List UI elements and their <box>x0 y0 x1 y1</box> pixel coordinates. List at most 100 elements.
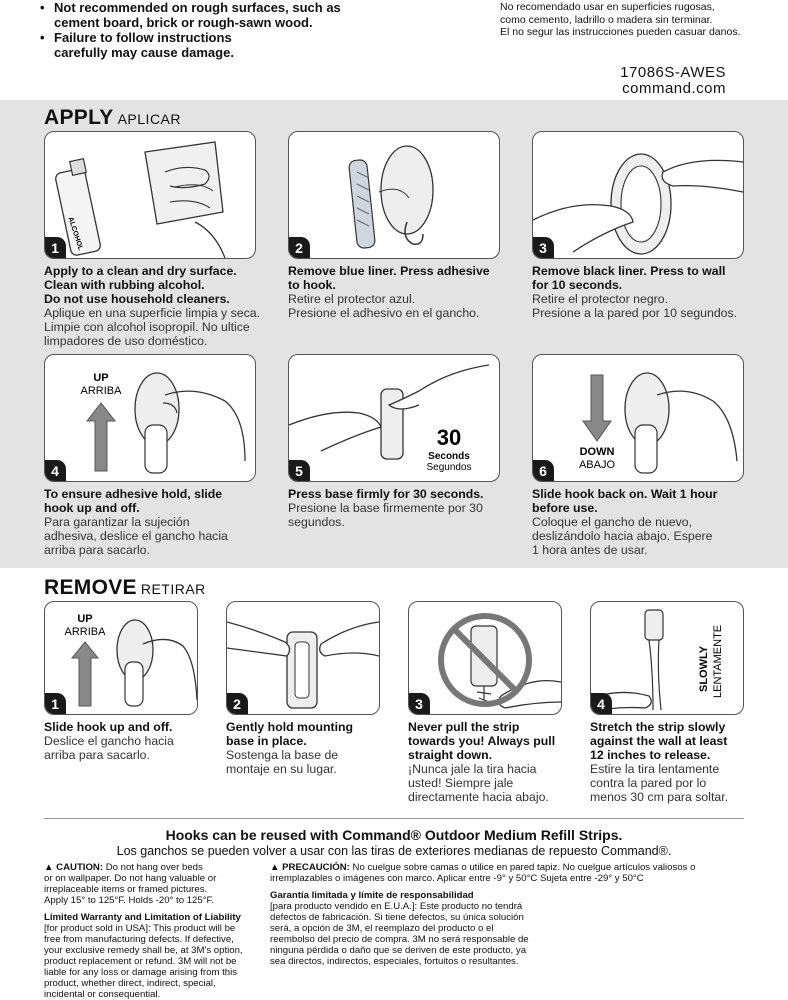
step-number: 2 <box>227 693 248 714</box>
lentamente-label: LENTAMENTE <box>712 625 724 698</box>
prohibited-icon <box>438 613 532 707</box>
caution-text: Do not hang over beds <box>105 862 203 873</box>
arrow-up-icon <box>85 402 117 472</box>
up-label: UP <box>77 613 92 625</box>
clean-surface-illustration: ALCOHOL <box>55 141 226 258</box>
remove-liner-illustration <box>348 145 434 249</box>
caption-es: Estire la tira lentamente <box>590 762 720 776</box>
product-code: 17086S-AWES <box>620 64 726 81</box>
caption-es: Deslice el gancho hacia <box>44 734 174 748</box>
apply-step-5-image: 30 Seconds Segundos 5 <box>288 354 500 482</box>
caption-es: Retire el protector azul. <box>288 292 416 306</box>
garantia-text: sea directos, indirectos, especiales, fo… <box>270 956 519 967</box>
reuse-subtitle-es: Los ganchos se pueden volver a usar con … <box>116 844 672 858</box>
remove-slide-up-illustration: UP ARRIBA <box>65 613 197 707</box>
caption-es: segundos. <box>288 515 345 529</box>
divider <box>44 818 744 819</box>
caption-es: ¡Nunca jale la tira hacia <box>408 762 537 776</box>
top-warnings-es: No recomendado usar en superficies rugos… <box>500 1 740 39</box>
apply-step-4-caption: To ensure adhesive hold, slide hook up a… <box>44 487 269 557</box>
caption-es: contra la pared por lo <box>590 776 707 790</box>
apply-title: APPLY <box>44 106 114 129</box>
top-warnings: Not recommended on rough surfaces, such … <box>40 0 354 60</box>
caption-es: Presione a la pared por 10 segundos. <box>532 306 738 320</box>
step-number: 1 <box>45 693 66 714</box>
caption-en: straight down. <box>408 748 493 762</box>
up-label: UP <box>93 372 108 384</box>
caption-en: Do not use household cleaners. <box>44 292 230 306</box>
garantia-text: defectos de fabricación. Si tiene defect… <box>270 912 524 923</box>
abajo-label: ABAJO <box>579 459 616 471</box>
warning-es-line: como cemento, ladrillo o madera sin term… <box>500 13 713 26</box>
step-number: 4 <box>591 693 612 714</box>
caption-es: arriba para sacarlo. <box>44 748 150 762</box>
caption-en: base in place. <box>226 734 307 748</box>
remove-step-1-caption: Slide hook up and off. Deslice el gancho… <box>44 720 214 762</box>
caption-es: montaje en su lugar. <box>226 762 337 776</box>
caption-en: before use. <box>532 501 598 515</box>
caption-en: 12 inches to release. <box>590 748 711 762</box>
caption-es: Presione la base firmemente por 30 <box>288 501 483 515</box>
remove-title: REMOVE <box>44 576 137 599</box>
caption-es: adhesiva, deslice el gancho hacia <box>44 529 228 543</box>
step-number: 6 <box>533 460 554 481</box>
caption-en: Remove black liner. Press to wall <box>532 264 726 278</box>
caption-es: Retire el protector negro. <box>532 292 669 306</box>
caption-en: Remove blue liner. Press adhesive <box>288 264 490 278</box>
remove-step-2-image: 2 <box>226 601 380 715</box>
remove-title-es: RETIRAR <box>140 581 206 597</box>
precaucion-text: irremplazables o imágenes con marco. Apl… <box>270 873 644 884</box>
garantia-block: Garantía limitada y límite de responsabi… <box>270 890 560 967</box>
caption-en: Slide hook back on. Wait 1 hour <box>532 487 718 501</box>
caption-en: Apply to a clean and dry surface. <box>44 264 237 278</box>
caution-block: ▲ CAUTION: Do not hang over beds or on w… <box>44 862 264 906</box>
caution-text: irreplaceable items or framed pictures. <box>44 884 208 895</box>
apply-step-5-caption: Press base firmly for 30 seconds. Presio… <box>288 487 518 529</box>
caption-en: Gently hold mounting <box>226 720 354 734</box>
slide-hook-down-illustration: DOWN ABAJO <box>579 372 738 474</box>
apply-step-3-image: 3 <box>532 131 744 259</box>
caption-en: Slide hook up and off. <box>44 720 173 734</box>
caption-en: for 10 seconds. <box>532 278 623 292</box>
step-number: 1 <box>45 237 66 258</box>
stretch-strip-illustration: SLOWLY LENTAMENTE <box>591 609 724 713</box>
caution-text: or on wallpaper. Do not hang valuable or <box>44 873 217 884</box>
press-to-wall-illustration <box>533 153 743 255</box>
caption-es: 1 hora antes de usar. <box>532 543 648 557</box>
step-number: 3 <box>533 237 554 258</box>
step-number: 3 <box>409 693 430 714</box>
hold-base-illustration <box>227 621 379 709</box>
caution-title: ▲ CAUTION: <box>44 862 104 873</box>
caption-es: Presione el adhesivo en el gancho. <box>288 306 480 320</box>
caption-en: Stretch the strip slowly <box>590 720 726 734</box>
slide-hook-up-illustration: UP ARRIBA <box>81 372 246 474</box>
caption-en: Clean with rubbing alcohol. <box>44 278 205 292</box>
precaucion-text: No cuelgue sobre camas o utilice en pare… <box>352 862 696 873</box>
caption-en: to hook. <box>288 278 336 292</box>
reuse-title: Hooks can be reused with Command® Outdoo… <box>165 827 623 843</box>
apply-step-6-image: DOWN ABAJO 6 <box>532 354 744 482</box>
remove-step-4-caption: Stretch the strip slowly against the wal… <box>590 720 768 804</box>
warning-es-line: No recomendado usar en superficies rugos… <box>500 1 715 13</box>
warranty-text: product replacement or refund. 3M will n… <box>44 956 237 967</box>
caption-en: towards you! Always pull <box>408 734 556 748</box>
arriba-label: ARRIBA <box>81 385 123 397</box>
garantia-text: reembolso del precio de compra. 3M no se… <box>270 934 529 945</box>
remove-step-4-image: SLOWLY LENTAMENTE 4 <box>590 601 744 715</box>
caption-en: against the wall at least <box>590 734 728 748</box>
step-number: 2 <box>289 237 310 258</box>
remove-step-3-caption: Never pull the strip towards you! Always… <box>408 720 578 804</box>
arriba-label: ARRIBA <box>65 626 107 638</box>
warranty-text: your exclusive remedy shall be, at 3M's … <box>44 945 243 956</box>
caption-es: Para garantizar la sujeción <box>44 515 190 529</box>
apply-step-6-caption: Slide hook back on. Wait 1 hour before u… <box>532 487 762 557</box>
caption-en: To ensure adhesive hold, slide <box>44 487 223 501</box>
caption-es: usted! Siempre jale <box>408 776 514 790</box>
warranty-text: liable for any loss or damage arising fr… <box>44 967 238 978</box>
caption-es: directamente hacia abajo. <box>408 790 549 804</box>
thirty-label: 30 <box>437 425 461 450</box>
remove-step-2-caption: Gently hold mounting base in place. Sost… <box>226 720 396 776</box>
arrow-up-icon <box>70 641 100 707</box>
